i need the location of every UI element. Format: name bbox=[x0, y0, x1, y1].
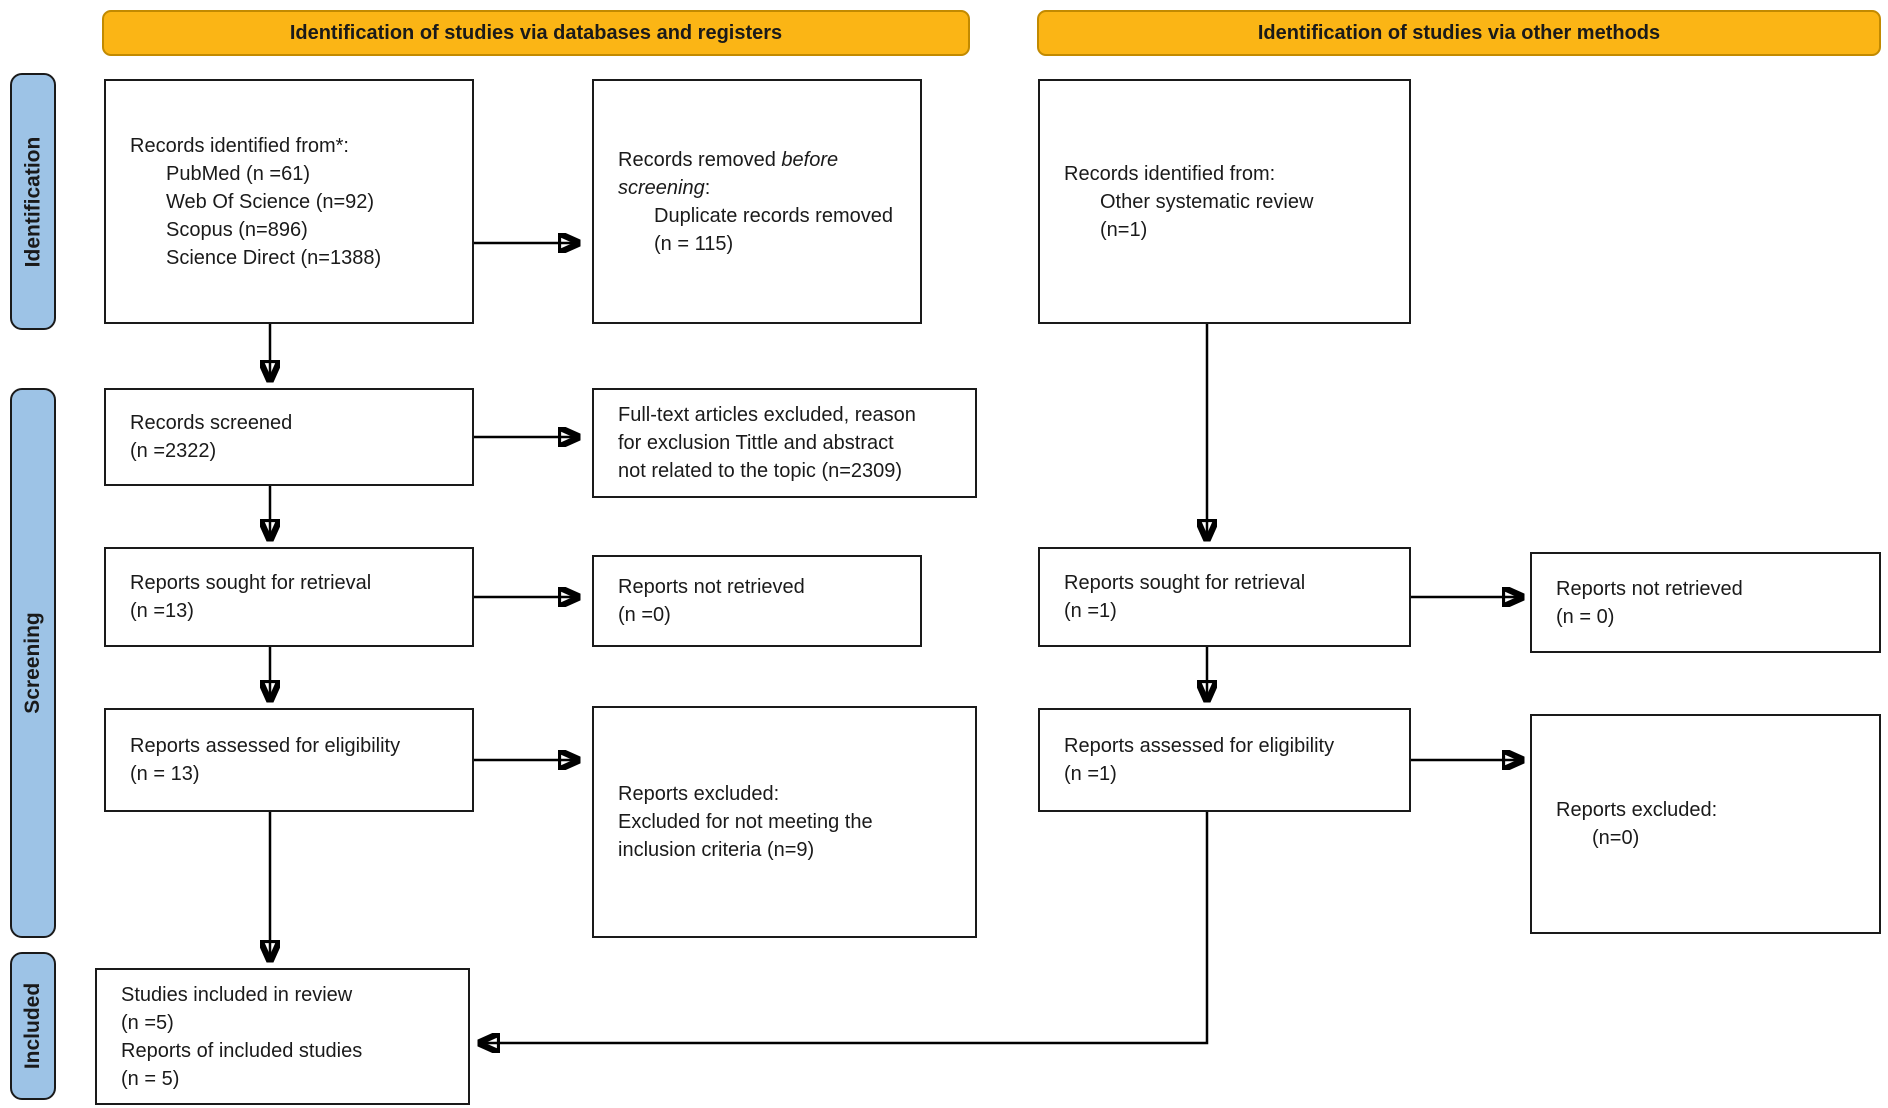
stage-label-identification-text: Identification bbox=[21, 136, 45, 267]
box-text-line: Scopus (n=896) bbox=[166, 218, 308, 241]
box-fulltext-articles-excluded: Full-text articles excluded, reason for e… bbox=[592, 388, 977, 498]
box-reports-excluded-other: Reports excluded: (n=0) bbox=[1530, 714, 1881, 934]
stage-label-screening-text: Screening bbox=[21, 612, 45, 714]
box-text-line: Records screened bbox=[130, 412, 293, 434]
box-text-line: (n = 5) bbox=[121, 1067, 180, 1090]
box-reports-assessed-other: Reports assessed for eligibility (n =1) bbox=[1038, 708, 1411, 812]
box-text-line: (n=0) bbox=[1592, 827, 1640, 849]
box-text-line: Web Of Science (n=92) bbox=[166, 190, 375, 213]
box-text-line: Reports assessed for eligibility bbox=[1064, 735, 1335, 757]
arrow-other-assessed-to-included bbox=[480, 812, 1209, 1043]
box-reports-sought-databases: Reports sought for retrieval (n =13) bbox=[104, 547, 474, 647]
box-text-line: not related to the topic (n=2309) bbox=[618, 460, 903, 482]
box-text-line: Reports excluded: bbox=[618, 783, 780, 805]
box-text-line: (n =13) bbox=[130, 600, 194, 622]
box-reports-not-retrieved-other: Reports not retrieved (n = 0) bbox=[1530, 552, 1881, 653]
box-records-identified-databases: Records identified from*: PubMed (n =61) W… bbox=[104, 79, 474, 324]
stage-label-screening: Screening bbox=[10, 388, 56, 938]
box-text-line: Records identified from*: bbox=[130, 134, 349, 157]
box-text-line: (n =0) bbox=[618, 604, 671, 626]
header-databases-registers: Identification of studies via databases … bbox=[102, 10, 970, 56]
box-text-line: Reports not retrieved bbox=[618, 576, 805, 598]
box-text-line: Reports assessed for eligibility bbox=[130, 735, 401, 757]
box-text-line: (n = 115) bbox=[654, 232, 734, 255]
stage-label-included-text: Included bbox=[21, 982, 44, 1070]
box-text-line: (n=1) bbox=[1100, 218, 1148, 241]
stage-label-identification: Identification bbox=[10, 73, 56, 330]
box-text-line: (n =2322) bbox=[130, 440, 217, 462]
box-text-line: Full-text articles excluded, reason bbox=[618, 404, 916, 426]
box-text-line: Reports of included studies bbox=[121, 1039, 363, 1062]
box-reports-not-retrieved-databases: Reports not retrieved (n =0) bbox=[592, 555, 922, 647]
box-reports-excluded-databases: Reports excluded: Excluded for not meetin… bbox=[592, 706, 977, 938]
box-records-identified-other-methods: Records identified from: Other systematic… bbox=[1038, 79, 1411, 324]
box-studies-included-in-review: Studies included in review (n =5) Reports … bbox=[95, 968, 470, 1105]
box-text-line: Studies included in review bbox=[121, 983, 353, 1006]
box-text-line: Other systematic review bbox=[1100, 190, 1314, 213]
box-reports-sought-other: Reports sought for retrieval (n =1) bbox=[1038, 547, 1411, 647]
box-text-line: Duplicate records removed bbox=[654, 204, 893, 227]
box-text-line: (n = 0) bbox=[1556, 605, 1615, 628]
box-text-line: (n =5) bbox=[121, 1011, 174, 1034]
box-text-line: screening: bbox=[618, 176, 711, 199]
box-text-line: inclusion criteria (n=9) bbox=[618, 839, 815, 861]
box-text-line: Reports not retrieved bbox=[1556, 577, 1743, 600]
box-text-line: Reports sought for retrieval bbox=[1064, 572, 1306, 594]
box-text-line: (n = 13) bbox=[130, 763, 200, 785]
box-text-line: (n =1) bbox=[1064, 763, 1117, 785]
stage-label-included: Included bbox=[10, 952, 56, 1100]
box-records-removed-before-screening: Records removed before screening: Duplicat… bbox=[592, 79, 922, 324]
box-text-line: for exclusion Tittle and abstract bbox=[618, 432, 894, 454]
box-text-line: Reports sought for retrieval bbox=[130, 572, 372, 594]
box-reports-assessed-databases: Reports assessed for eligibility (n = 13) bbox=[104, 708, 474, 812]
box-text-line: (n =1) bbox=[1064, 600, 1117, 622]
header-other-methods: Identification of studies via other meth… bbox=[1037, 10, 1881, 56]
box-text-line: Excluded for not meeting the bbox=[618, 811, 873, 833]
box-text-line: PubMed (n =61) bbox=[166, 162, 310, 185]
box-text-line: Records removed before bbox=[618, 148, 839, 171]
box-text-line: Reports excluded: bbox=[1556, 799, 1718, 821]
box-text-line: Records identified from: bbox=[1064, 162, 1276, 185]
box-records-screened: Records screened (n =2322) bbox=[104, 388, 474, 486]
box-text-line: Science Direct (n=1388) bbox=[166, 246, 382, 269]
